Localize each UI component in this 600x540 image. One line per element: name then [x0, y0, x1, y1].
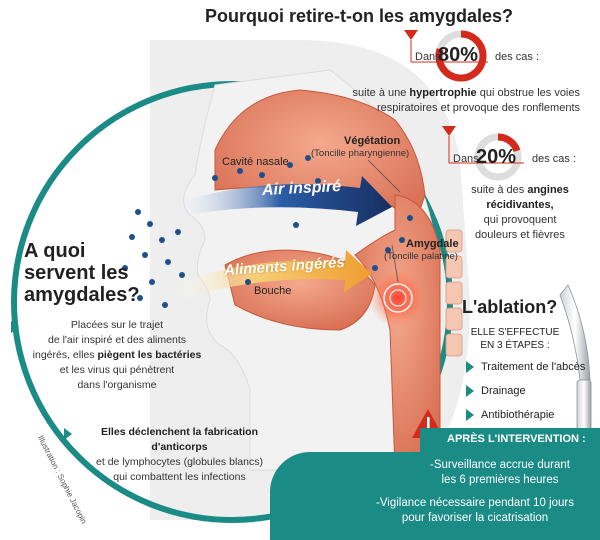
label-bouche: Bouche: [254, 285, 292, 297]
stat1-suffix: des cas :: [495, 51, 540, 63]
bullet-arrow-icon: [64, 428, 72, 440]
stat2-description: suite à des angines récidivantes, qui pr…: [471, 184, 569, 241]
paragraph-role: Placées sur le trajet de l'air inspiré e…: [32, 319, 202, 391]
stat2-percent: 20%: [476, 146, 517, 168]
apres-panel: [270, 452, 600, 540]
step-arrow-icon: [466, 409, 474, 421]
bullet-arrow-icon: [11, 321, 19, 333]
stat2-prefix: Dans: [453, 153, 479, 165]
label-vegetation: Végétation: [344, 135, 401, 147]
food-arrow: [175, 250, 372, 300]
stat1-prefix: Dans: [415, 51, 441, 63]
step-arrow-icon: [466, 385, 474, 397]
stat1-percent: 80%: [438, 44, 479, 66]
air-arrow: [170, 176, 392, 226]
stat2-pin: [442, 126, 456, 136]
step-item: Drainage: [481, 385, 526, 397]
paragraph-antibodies: Elles déclenchent la fabrication d'antic…: [96, 426, 263, 483]
apres-item-2: -Vigilance nécessaire pendant 10 jours p…: [376, 497, 574, 524]
stat1-pin: [404, 30, 418, 40]
stat1-donut: [435, 30, 487, 82]
section-heading-ablation: L'ablation?: [462, 297, 558, 317]
page-title: Pourquoi retire-t-on les amygdales?: [205, 6, 514, 26]
section-heading-role: A quoi servent les amygdales?: [24, 240, 140, 306]
particles: [122, 155, 413, 308]
stat2-suffix: des cas :: [532, 153, 577, 165]
label-amygdale: Amygdale: [406, 238, 459, 250]
stat2-donut: [474, 133, 522, 181]
apres-item-1: -Surveillance accrue durant les 6 premiè…: [430, 459, 570, 486]
label-vegetation-sub: (Toncille pharyngienne): [311, 148, 410, 159]
amygdala-glow: [368, 268, 428, 328]
spine: [445, 229, 463, 357]
step-item: Antibiothérapie: [481, 409, 555, 421]
step-arrow-icon: [466, 361, 474, 373]
ablation-intro: ELLE S'EFFECTUE EN 3 ÉTAPES :: [470, 327, 560, 351]
apres-heading: APRÈS L'INTERVENTION :: [447, 433, 586, 445]
label-amygdale-sub: (Toncille palatine): [384, 251, 458, 262]
step-item: Traitement de l'abcès: [481, 361, 586, 373]
stat1-description: suite à une hypertrophie qui obstrue les…: [352, 87, 580, 114]
label-cavite-nasale: Cavité nasale: [222, 156, 289, 168]
